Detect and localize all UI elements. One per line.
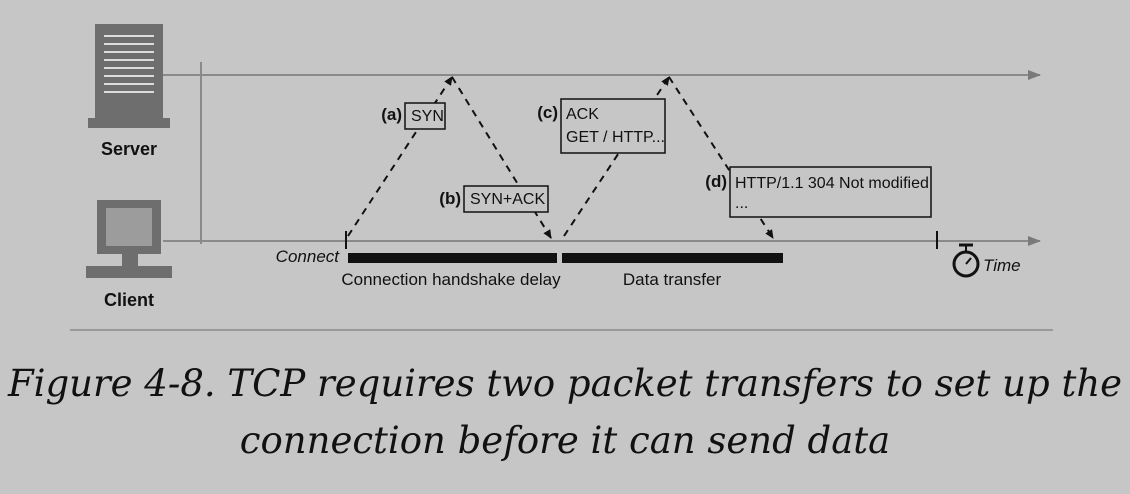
packet-d-line2: ...	[735, 195, 748, 212]
tcp-handshake-diagram: Server Client Connect Connection handsha…	[70, 24, 1053, 331]
packet-d: (d) HTTP/1.1 304 Not modified ...	[705, 166, 932, 218]
packet-a-letter: (a)	[381, 105, 402, 124]
client-computer-icon	[86, 200, 172, 278]
data-transfer-bar	[562, 253, 783, 263]
packet-a-box	[404, 102, 446, 130]
packet-c-line2: GET / HTTP...	[566, 129, 665, 146]
syn-arrow	[347, 76, 453, 237]
stopwatch-icon	[952, 243, 980, 278]
packet-a-line1: SYN	[411, 108, 444, 125]
packet-b: (b) SYN+ACK	[439, 185, 549, 213]
connect-label: Connect	[276, 247, 341, 266]
client-label: Client	[104, 290, 154, 310]
packet-b-line1: SYN+ACK	[470, 191, 545, 208]
server-label: Server	[101, 139, 157, 159]
time-label: Time	[983, 256, 1021, 275]
packet-d-letter: (d)	[705, 172, 727, 191]
caption-line-1: Figure 4-8. TCP requires two packet tran…	[7, 362, 1123, 405]
caption-line-2: connection before it can send data	[239, 419, 891, 462]
server-icon	[88, 24, 170, 128]
packet-d-box	[729, 166, 932, 218]
packet-b-letter: (b)	[439, 189, 461, 208]
packet-c-letter: (c)	[537, 103, 558, 122]
packet-c-box	[560, 98, 666, 154]
packet-c: (c) ACK GET / HTTP...	[537, 98, 666, 154]
handshake-delay-label: Connection handshake delay	[341, 270, 561, 289]
packet-d-line1: HTTP/1.1 304 Not modified	[735, 175, 929, 192]
handshake-delay-bar	[348, 253, 557, 263]
packet-c-line1: ACK	[566, 106, 599, 123]
syn-ack-arrow	[451, 76, 552, 239]
packet-a: (a) SYN	[381, 102, 446, 130]
data-transfer-label: Data transfer	[623, 270, 722, 289]
packet-b-box	[463, 185, 549, 213]
figure-caption: Figure 4-8. TCP requires two packet tran…	[0, 355, 1130, 469]
